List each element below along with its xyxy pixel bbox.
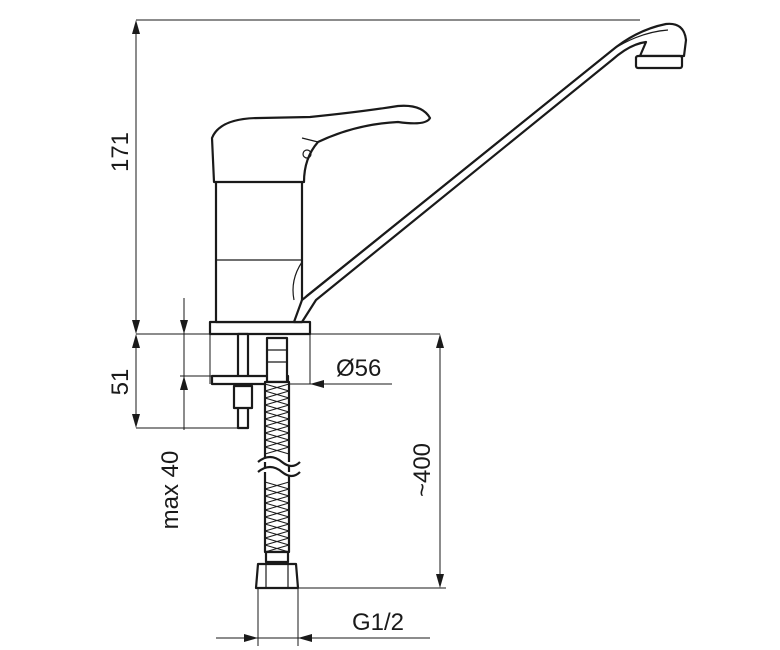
dimension-thread: G1/2 <box>216 588 430 646</box>
hose-top-fitting <box>265 336 289 384</box>
dimension-hose: ~400 <box>298 334 446 589</box>
braid-strand <box>264 530 290 539</box>
braid-strand <box>264 537 290 546</box>
lever-handle <box>210 104 432 184</box>
braid-strand <box>264 390 290 399</box>
dimension-height: 171 <box>107 19 640 335</box>
label-diameter: Ø56 <box>336 355 381 382</box>
braid-strand <box>264 439 290 448</box>
body-cylinder <box>214 170 304 324</box>
braid-strand <box>264 523 290 532</box>
braid-strand <box>264 509 290 518</box>
braid-strand <box>264 488 290 497</box>
label-thread: G1/2 <box>352 609 404 636</box>
hose-break-top <box>257 455 301 468</box>
braid-strand <box>264 502 290 511</box>
hose-ferrule <box>264 550 290 564</box>
label-171: 171 <box>107 132 134 172</box>
braid-strand <box>264 446 290 455</box>
braid-strand <box>264 516 290 525</box>
dimension-diameter: Ø56 <box>209 334 392 388</box>
aerator <box>634 54 684 70</box>
hose-break-bottom <box>257 465 301 478</box>
mounting-nut <box>232 384 254 410</box>
label-max40: max 40 <box>157 451 184 530</box>
braid-strand <box>264 418 290 427</box>
spout-contour <box>305 29 669 297</box>
base-plate <box>208 320 312 336</box>
dimension-counter: max 40 <box>157 298 212 529</box>
braid-strand <box>264 397 290 406</box>
braid-strand <box>264 425 290 434</box>
faucet-body <box>208 104 432 336</box>
braid-strand <box>264 544 290 553</box>
label-51: 51 <box>107 369 134 396</box>
braid-strand <box>264 404 290 413</box>
spout-arm <box>292 22 688 324</box>
braid-strand <box>264 383 290 392</box>
hose-braid-pattern <box>264 383 290 553</box>
lever-screw <box>302 149 312 159</box>
spout <box>292 22 688 324</box>
braid-strand <box>264 411 290 420</box>
braid-strand <box>264 495 290 504</box>
lever-seam <box>301 137 319 143</box>
supply-hose <box>254 336 301 590</box>
hose-nut <box>254 562 300 590</box>
spout-joint <box>292 261 303 301</box>
dimension-deck: 51 <box>107 334 248 429</box>
braid-strand <box>264 481 290 490</box>
label-400: ~400 <box>409 443 436 497</box>
braid-strand <box>264 432 290 441</box>
